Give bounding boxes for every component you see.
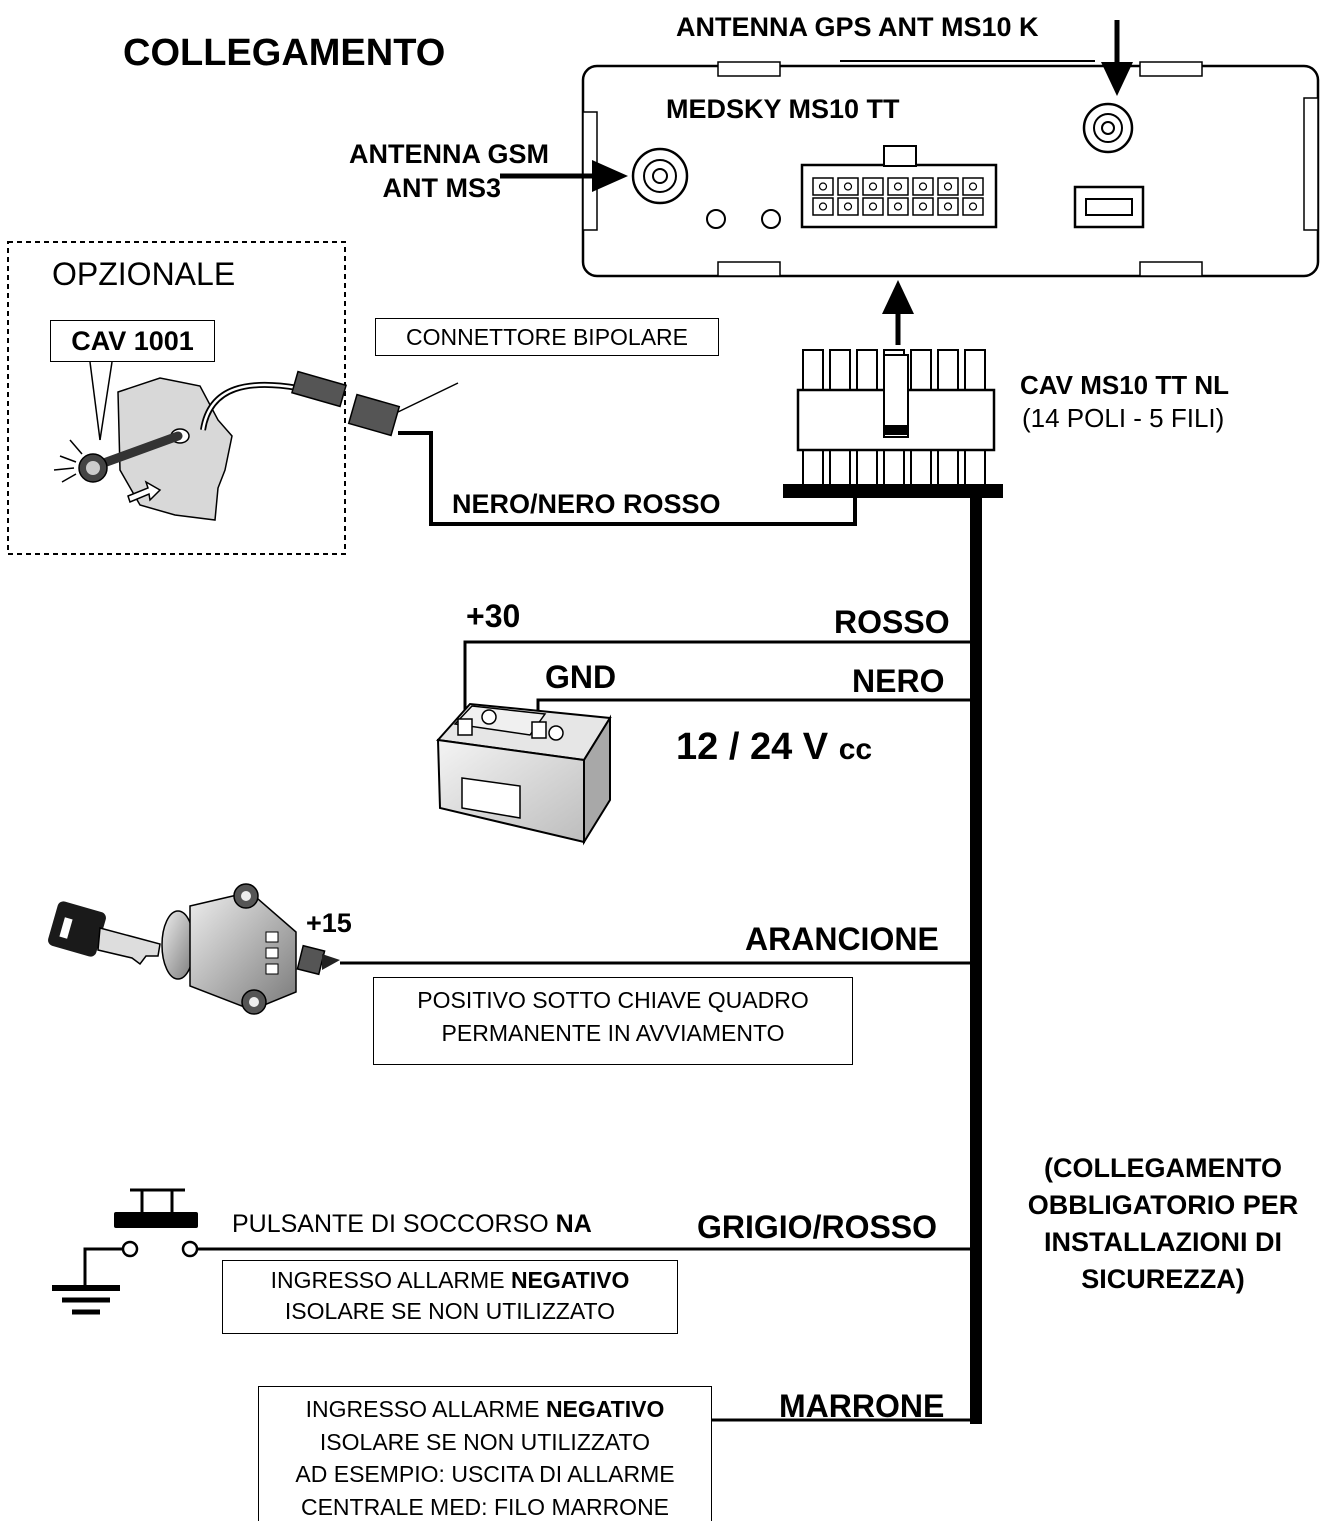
ignition-terminal-label: +15 — [306, 908, 352, 938]
gps-antenna-label: ANTENNA GPS ANT MS10 K — [676, 12, 1039, 42]
plug-pin-icon — [964, 449, 986, 487]
gps-connector-icon — [1082, 102, 1134, 154]
mandatory-note-line1: (COLLEGAMENTO — [1044, 1153, 1282, 1183]
usb-port-icon — [1073, 185, 1145, 229]
wire-brown-label: MARRONE — [779, 1388, 945, 1424]
ignition-note: POSITIVO SOTTO CHIAVE QUADRO PERMANENTE … — [373, 977, 853, 1065]
harness-name: CAV MS10 TT NL — [1020, 370, 1229, 400]
alarm-note-prefix: INGRESSO ALLARME — [305, 1396, 546, 1422]
gps-arrow-icon — [1101, 62, 1133, 96]
panic-note-bold: NEGATIVO — [510, 1267, 630, 1293]
plug-pin-icon — [910, 449, 932, 487]
ground-symbol-icon — [52, 1285, 120, 1315]
alarm-note-line4: CENTRALE MED: FILO MARRONE — [300, 1493, 670, 1520]
page-title: COLLEGAMENTO — [123, 32, 446, 74]
plug-pin-icon — [802, 449, 824, 487]
cav1001-label: CAV 1001 — [50, 320, 215, 362]
positive-terminal-label: +30 — [466, 598, 521, 634]
panic-note-line2: ISOLARE SE NON UTILIZZATO — [284, 1298, 616, 1325]
plug-pin-icon — [937, 449, 959, 487]
plug-pin-icon — [856, 349, 878, 391]
mandatory-note-line2: OBBLIGATORIO PER — [1027, 1189, 1299, 1220]
plug-pin-icon — [829, 349, 851, 391]
alarm-note: INGRESSO ALLARME NEGATIVO ISOLARE SE NON… — [258, 1386, 712, 1521]
ground-terminal-label: GND — [545, 659, 617, 695]
socket-pin-hole-icon — [893, 202, 903, 211]
voltage-unit: cc — [838, 733, 873, 766]
panic-note-prefix: INGRESSO ALLARME — [270, 1267, 511, 1293]
socket-pin-hole-icon — [818, 202, 828, 211]
harness-connector-icon — [783, 349, 1003, 498]
mandatory-note: (COLLEGAMENTO OBBLIGATORIO PER INSTALLAZ… — [1005, 1150, 1321, 1298]
socket-pin-hole-icon — [868, 202, 878, 211]
led-hole-icon — [761, 209, 781, 229]
alarm-note-line2: ISOLARE SE NON UTILIZZATO — [319, 1428, 651, 1455]
plug-pin-icon — [937, 349, 959, 391]
harness-spec: (14 POLI - 5 FILI) — [1022, 403, 1225, 433]
socket-pin-hole-icon — [893, 182, 903, 191]
ignition-note-line1: POSITIVO SOTTO CHIAVE QUADRO — [417, 987, 809, 1013]
socket-pin-hole-icon — [968, 202, 978, 211]
cav1001-button-icon — [53, 361, 459, 521]
plug-pin-icon — [856, 449, 878, 487]
plug-pin-icon — [829, 449, 851, 487]
plug-pin-icon — [910, 349, 932, 391]
socket-pin-hole-icon — [918, 182, 928, 191]
panic-note-line1: INGRESSO ALLARME NEGATIVO — [223, 1265, 677, 1296]
mandatory-note-line4: SICUREZZA) — [1081, 1263, 1245, 1294]
ignition-note-line2: PERMANENTE IN AVVIAMENTO — [441, 1019, 785, 1046]
socket-pin-hole-icon — [868, 182, 878, 191]
device-name-label: MEDSKY MS10 TT — [666, 94, 900, 124]
gsm-antenna-label: ANTENNA GSM — [349, 139, 549, 169]
socket-pin-hole-icon — [843, 202, 853, 211]
optional-title: OPZIONALE — [52, 256, 236, 292]
socket-pin-hole-icon — [943, 202, 953, 211]
panic-note: INGRESSO ALLARME NEGATIVO ISOLARE SE NON… — [222, 1260, 678, 1334]
gsm-arrow-icon — [592, 160, 628, 192]
plug-pin-icon — [964, 349, 986, 391]
alarm-note-line3: AD ESEMPIO: USCITA DI ALLARME — [295, 1461, 675, 1488]
ignition-switch-icon — [48, 883, 340, 1015]
panic-button-label: PULSANTE DI SOCCORSO NA — [232, 1212, 592, 1237]
panic-button-icon — [83, 1188, 199, 1287]
gsm-connector-icon — [631, 147, 689, 205]
socket-pin-hole-icon — [943, 182, 953, 191]
optional-wire-label: NERO/NERO ROSSO — [452, 489, 721, 519]
alarm-note-bold: NEGATIVO — [545, 1396, 665, 1422]
wire-orange-label: ARANCIONE — [745, 921, 939, 957]
wire-black-label: NERO — [852, 663, 945, 699]
socket-pin-hole-icon — [968, 182, 978, 191]
mandatory-note-line3: INSTALLAZIONI DI — [1044, 1226, 1282, 1257]
led-hole-icon — [706, 209, 726, 229]
wire-grey-red-label: GRIGIO/ROSSO — [697, 1209, 938, 1245]
voltage-value: 12 / 24 V — [676, 726, 829, 768]
plug-pin-icon — [802, 349, 824, 391]
panic-label-na: NA — [555, 1210, 592, 1238]
up-arrow-icon — [882, 280, 914, 314]
socket-pin-hole-icon — [818, 182, 828, 191]
connector-label: CONNETTORE BIPOLARE — [375, 318, 719, 356]
alarm-note-line1: INGRESSO ALLARME NEGATIVO — [259, 1393, 711, 1426]
socket-pin-hole-icon — [843, 182, 853, 191]
battery-icon — [436, 702, 612, 846]
panic-label-text: PULSANTE DI SOCCORSO — [232, 1210, 556, 1238]
socket-pin-hole-icon — [918, 202, 928, 211]
plug-pin-icon — [883, 449, 905, 487]
wire-red-label: ROSSO — [834, 604, 950, 640]
device-socket-icon — [800, 145, 998, 229]
gsm-antenna-model: ANT MS3 — [382, 173, 501, 203]
voltage-label: 12 / 24 V cc — [676, 728, 872, 766]
